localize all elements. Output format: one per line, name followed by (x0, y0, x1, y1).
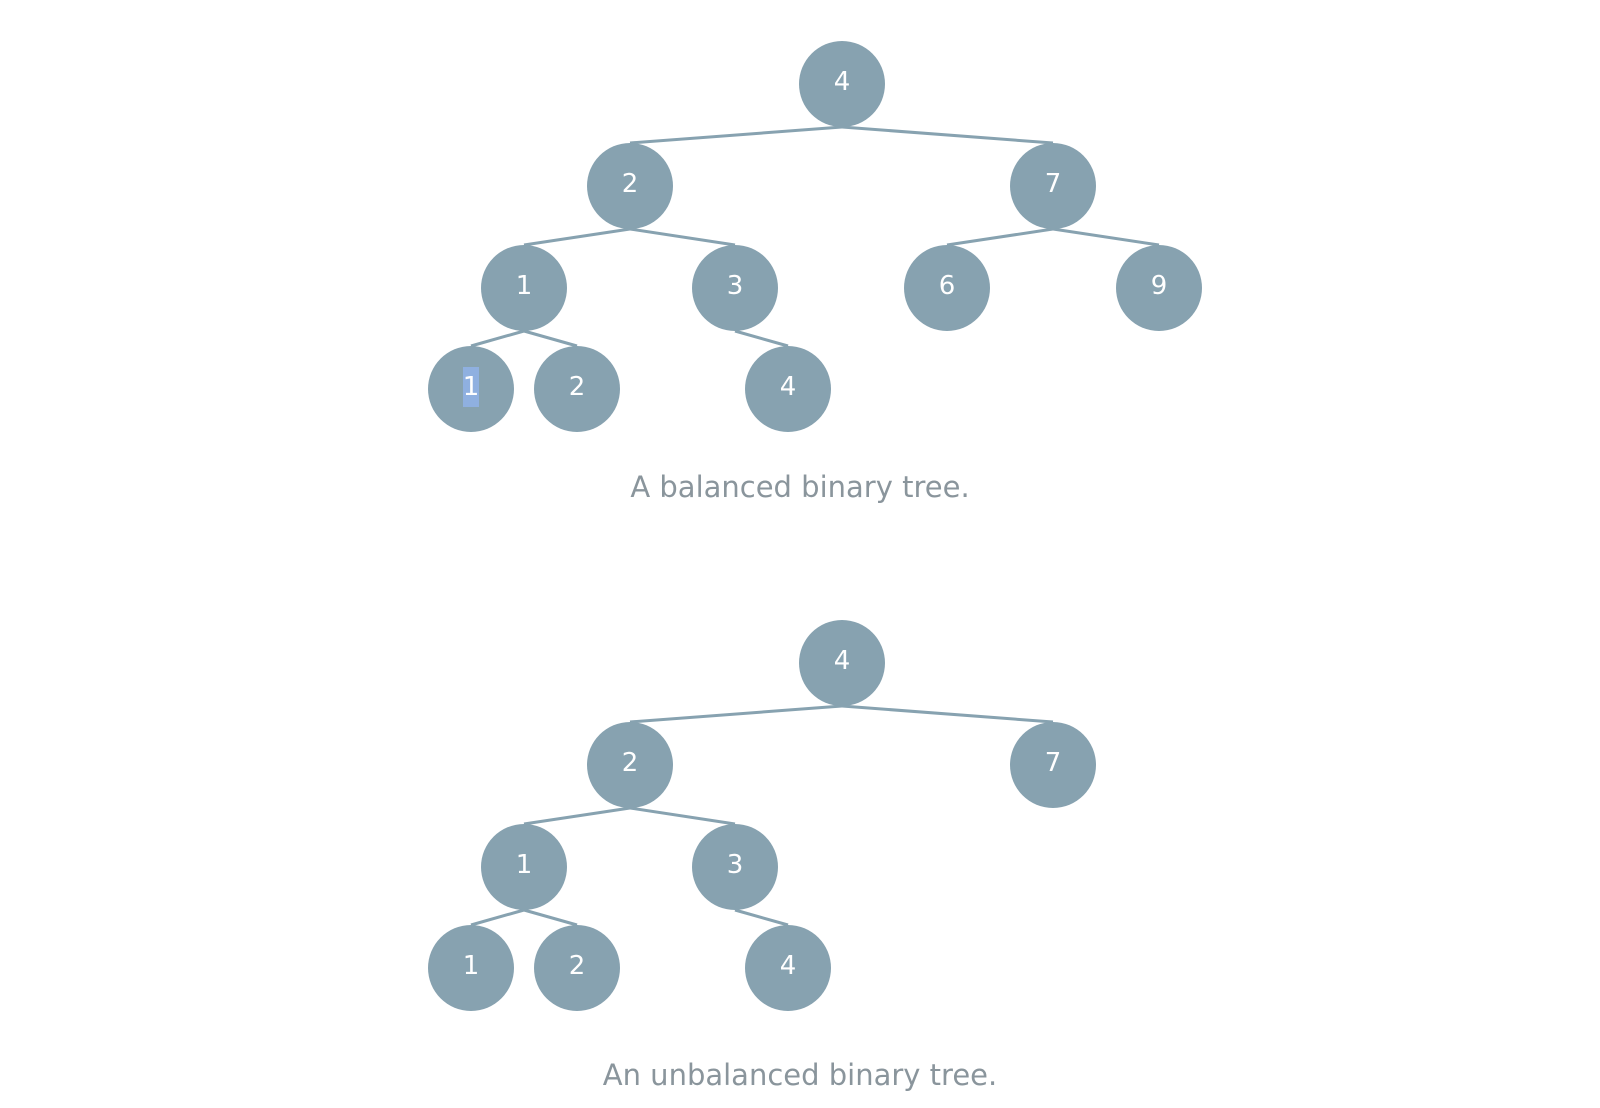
node-circle (534, 925, 620, 1011)
node-label: 3 (727, 271, 744, 301)
node-circle (904, 245, 990, 331)
tree-node: 7 (1010, 722, 1096, 808)
tree-edge (523, 908, 578, 927)
node-label: 1 (516, 271, 533, 301)
tree-edge (470, 908, 525, 927)
tree-edge (841, 125, 1054, 145)
text-selection-highlight (463, 367, 479, 407)
tree-node: 9 (1116, 245, 1202, 331)
tree-edge (523, 227, 631, 247)
unbalanced-tree: 4 2 7 1 3 1 2 4 (428, 620, 1096, 1011)
node-circle (1010, 722, 1096, 808)
node-label: 2 (569, 951, 586, 981)
tree-node: 2 (587, 143, 673, 229)
tree-node: 2 (587, 722, 673, 808)
node-circle (587, 722, 673, 808)
node-label: 4 (780, 372, 797, 402)
tree-edge (629, 806, 736, 826)
node-circle (745, 925, 831, 1011)
tree-node: 1 (428, 346, 514, 432)
tree-edge (470, 329, 525, 348)
node-label: 1 (516, 850, 533, 880)
node-circle (745, 346, 831, 432)
tree-node: 4 (799, 41, 885, 127)
node-circle (1010, 143, 1096, 229)
node-label: 2 (569, 372, 586, 402)
node-label: 4 (780, 951, 797, 981)
node-circle (692, 245, 778, 331)
tree-node: 2 (534, 346, 620, 432)
node-circle (534, 346, 620, 432)
node-label: 3 (727, 850, 744, 880)
tree-node: 2 (534, 925, 620, 1011)
tree-edge (841, 704, 1054, 724)
tree-node: 4 (799, 620, 885, 706)
tree-edge (734, 329, 789, 348)
tree-edge (523, 806, 631, 826)
tree-node: 4 (745, 925, 831, 1011)
node-label: 1 (463, 372, 480, 402)
node-label: 4 (834, 646, 851, 676)
balanced-tree-caption: A balanced binary tree. (630, 470, 970, 504)
tree-node: 7 (1010, 143, 1096, 229)
unbalanced-tree-caption: An unbalanced binary tree. (602, 1058, 998, 1092)
node-circle (428, 925, 514, 1011)
tree-edge (629, 125, 843, 145)
tree-node: 1 (481, 245, 567, 331)
node-label: 9 (1151, 271, 1168, 301)
node-circle (692, 824, 778, 910)
tree-node: 4 (745, 346, 831, 432)
tree-edge (946, 227, 1054, 247)
node-label: 7 (1045, 748, 1062, 778)
tree-edge (523, 329, 578, 348)
tree-edge (629, 704, 843, 724)
node-label: 4 (834, 67, 851, 97)
tree-edge (734, 908, 789, 927)
node-circle (481, 245, 567, 331)
node-circle (587, 143, 673, 229)
node-circle (1116, 245, 1202, 331)
node-label: 1 (463, 951, 480, 981)
node-label: 2 (622, 748, 639, 778)
node-label: 6 (939, 271, 956, 301)
tree-node: 6 (904, 245, 990, 331)
node-label: 7 (1045, 169, 1062, 199)
tree-edge (1052, 227, 1160, 247)
node-label: 2 (622, 169, 639, 199)
node-circle (481, 824, 567, 910)
tree-node: 3 (692, 824, 778, 910)
tree-node: 1 (481, 824, 567, 910)
tree-node: 3 (692, 245, 778, 331)
tree-edge (629, 227, 736, 247)
node-circle (799, 41, 885, 127)
node-circle (799, 620, 885, 706)
tree-node: 1 (428, 925, 514, 1011)
